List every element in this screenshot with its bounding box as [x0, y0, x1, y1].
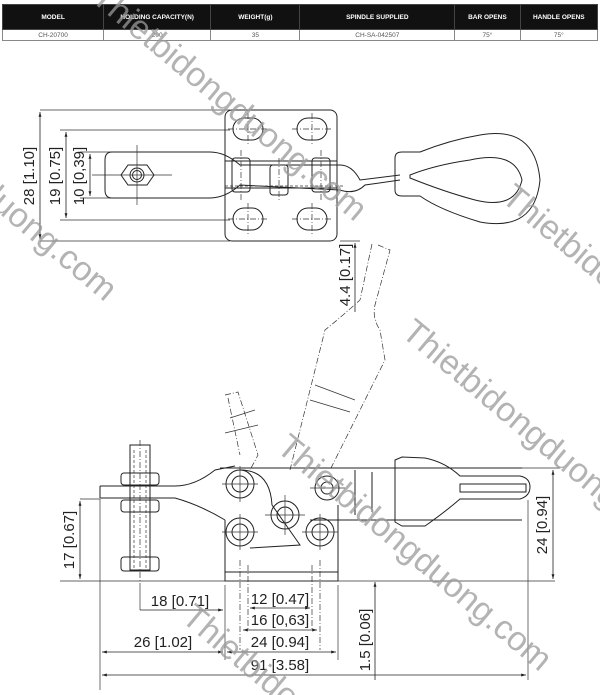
- handle-grip-side: [394, 456, 531, 527]
- dim-base-length: 24 [0.94]: [251, 634, 309, 651]
- dim-bar-reach: 26 [1.02]: [134, 634, 192, 651]
- dim-overall-height-side: 24 [0.94]: [534, 496, 551, 554]
- base-slot-holes: [228, 113, 332, 235]
- spec-table: MODEL HOLDING CAPACITY(N) WEIGHT(g) SPIN…: [1, 4, 599, 41]
- spindle: [120, 440, 160, 585]
- dim-bar-width-top: 10 [0,39]: [71, 147, 88, 205]
- handle-grip: [394, 133, 541, 225]
- header-weight: WEIGHT(g): [210, 4, 301, 30]
- cell-spindle-supplied: CH-SA-042507: [299, 29, 456, 41]
- header-bar-opens: BAR OPENS: [454, 4, 521, 30]
- dim-hole-spacing-top: 19 [0.75]: [47, 147, 64, 205]
- hex-nut-icon: [92, 145, 172, 205]
- watermark-text-6: Thietbidongduong.com: [175, 597, 464, 695]
- cell-handle-opens: 75°: [519, 29, 599, 41]
- cell-weight: 35: [210, 29, 301, 41]
- watermark-text-7: Thietbidongduong.com: [270, 427, 559, 678]
- dim-overall-height-top: 28 [1.10]: [21, 147, 38, 205]
- top-view: 28 [1.10] 19 [0.75] 10 [0,39] 4.4 [0.17]: [21, 109, 541, 312]
- dim-spindle-height: 17 [0.67]: [61, 511, 78, 569]
- table-row: CH-20700 200 35 CH-SA-042507 75° 75°: [1, 29, 599, 41]
- dim-handle-offset: 4.4 [0.17]: [337, 244, 354, 307]
- dim-hole-spacing-inner: 12 [0.47]: [251, 591, 309, 608]
- dim-spindle-to-base: 18 [0.71]: [151, 593, 209, 610]
- cell-model: CH-20700: [1, 29, 105, 41]
- side-view: 17 [0.67] 24 [0.94] 1.5 [0.06] 18 [0.71]…: [60, 243, 560, 690]
- spec-table-header-row: MODEL HOLDING CAPACITY(N) WEIGHT(g) SPIN…: [1, 4, 599, 30]
- header-handle-opens: HANDLE OPENS: [519, 4, 599, 30]
- watermark-text-1: Thietbidongduong.com: [85, 0, 374, 228]
- header-spindle-supplied: SPINDLE SUPPLIED: [299, 4, 456, 30]
- cell-bar-opens: 75°: [454, 29, 521, 41]
- dim-overall-length: 91 [3.58]: [251, 657, 309, 674]
- dim-hole-spacing-mid: 16 [0,63]: [251, 612, 309, 629]
- dim-base-thickness: 1.5 [0.06]: [357, 609, 374, 672]
- header-model: MODEL: [1, 4, 105, 30]
